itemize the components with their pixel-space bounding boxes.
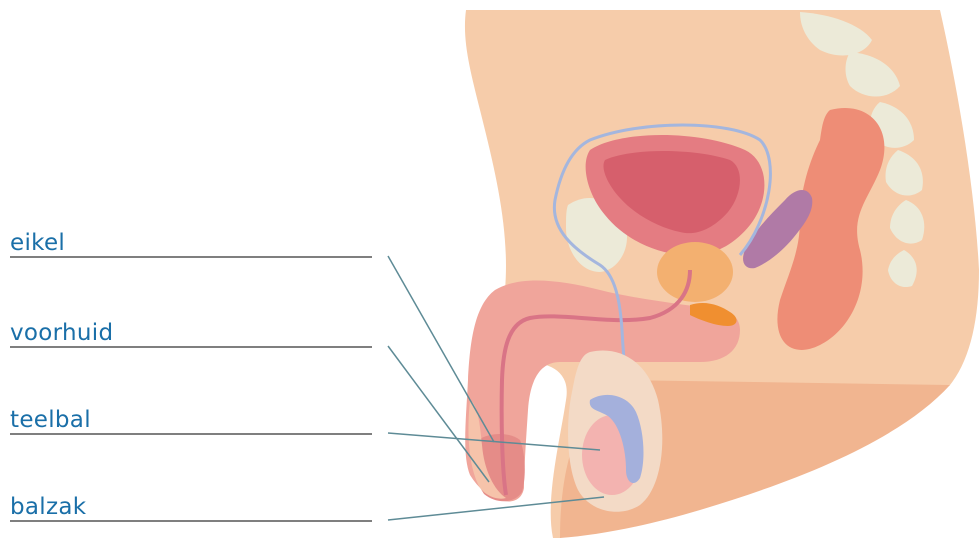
label-balzak: balzak <box>10 496 86 519</box>
label-voorhuid: voorhuid <box>10 322 113 345</box>
label-eikel: eikel <box>10 232 65 255</box>
prostate <box>657 242 733 302</box>
label-teelbal: teelbal <box>10 409 91 432</box>
label-underlines <box>10 257 372 521</box>
